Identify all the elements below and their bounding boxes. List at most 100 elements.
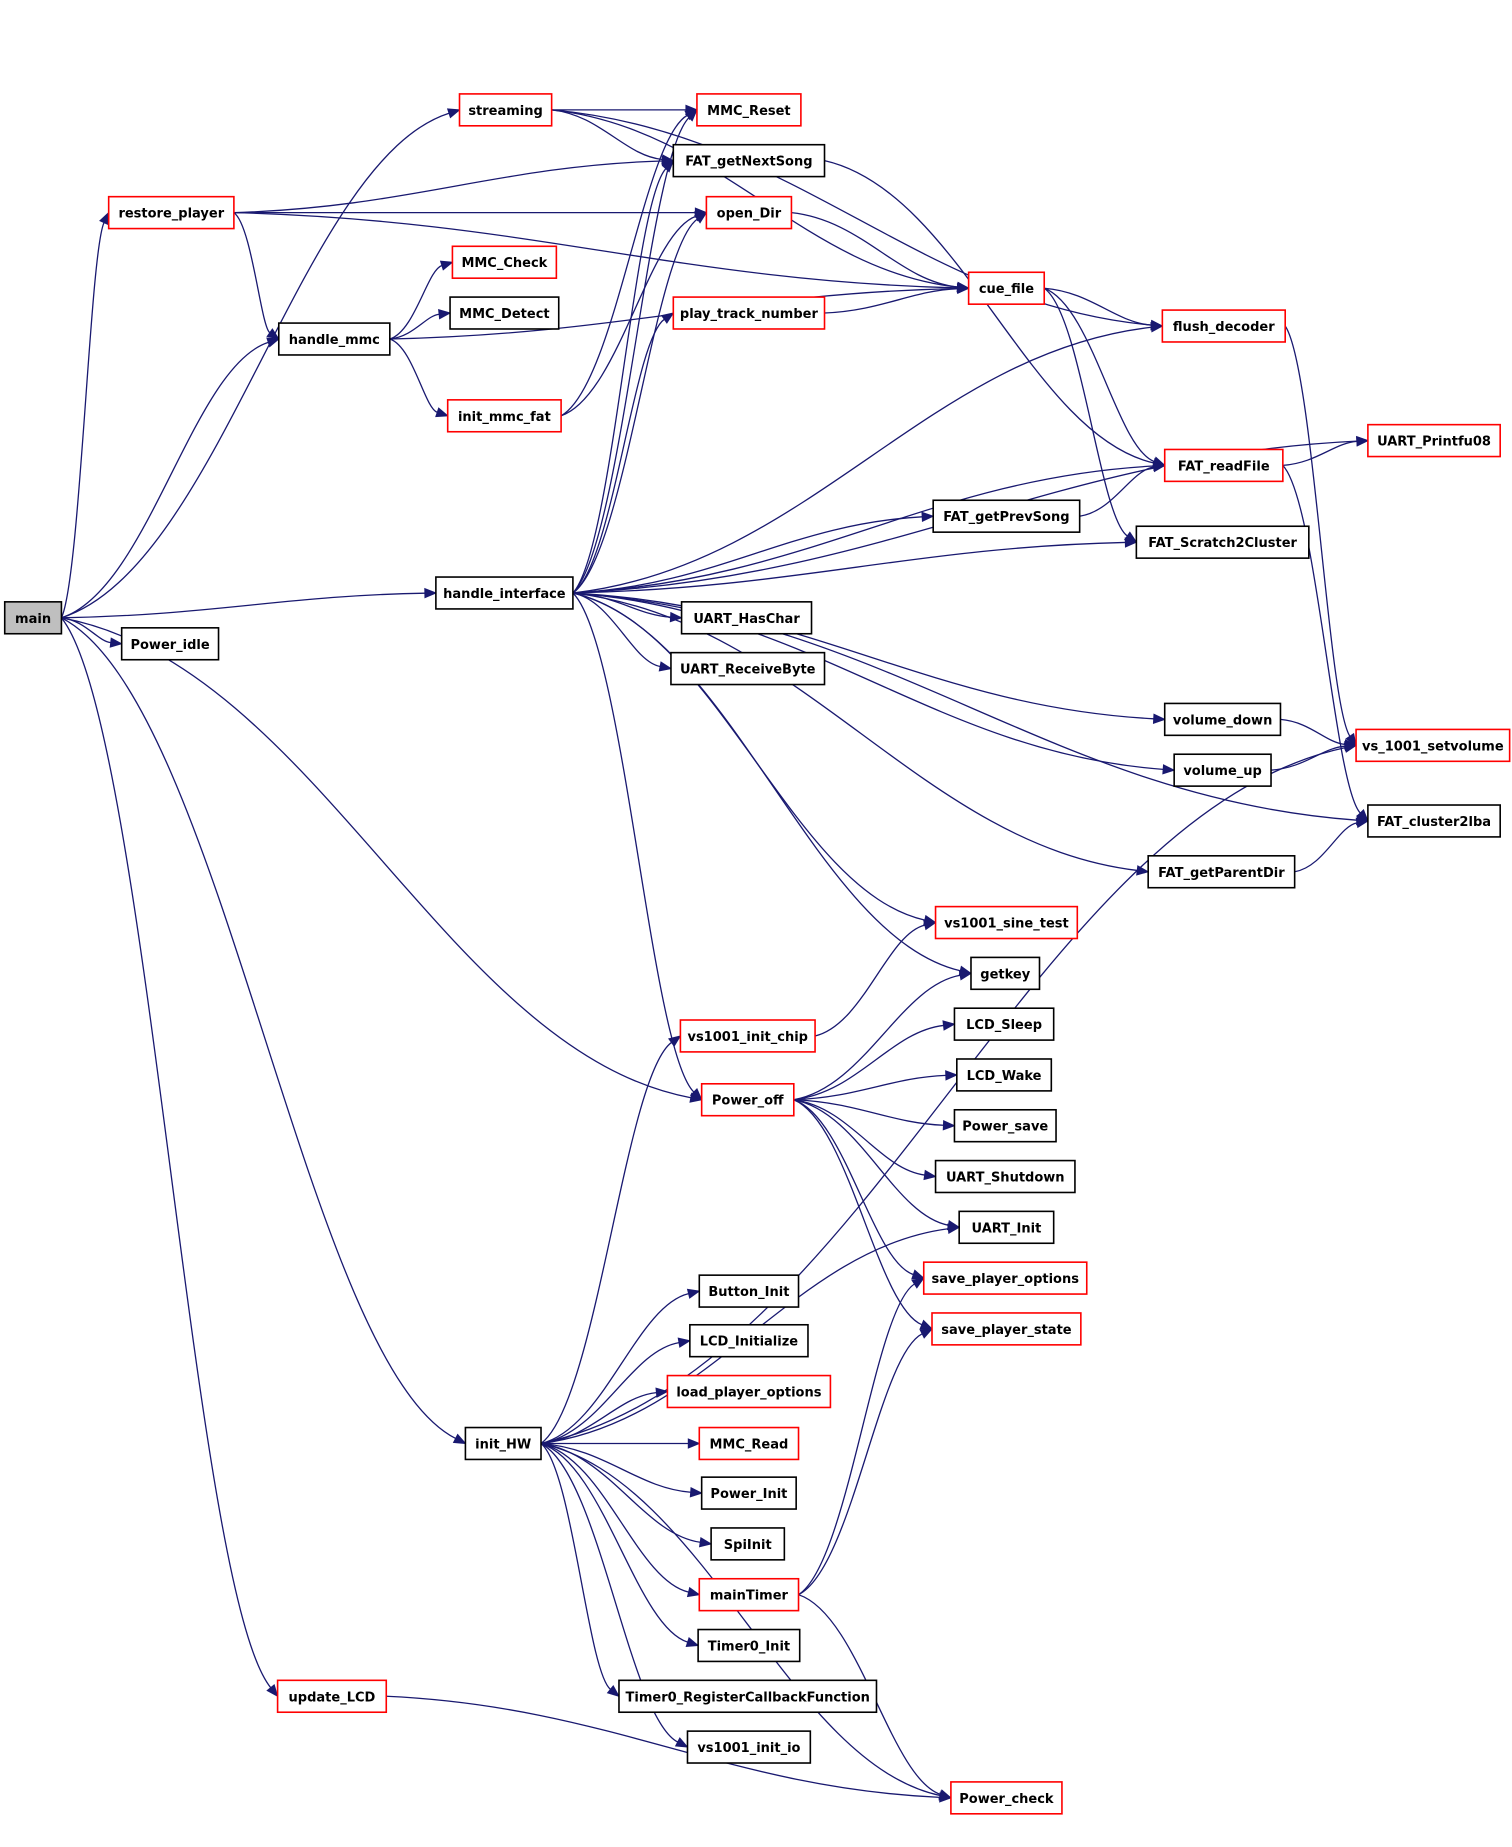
node-fat-getnextsong[interactable]: FAT_getNextSong xyxy=(672,143,826,178)
arrowhead-icon xyxy=(911,1277,925,1289)
arrowhead-icon xyxy=(99,211,110,226)
node-mmc-check[interactable]: MMC_Check xyxy=(451,245,558,279)
node-label: LCD_Wake xyxy=(967,1069,1042,1084)
arrowhead-icon xyxy=(685,1636,700,1647)
node-fat-cluster2lba[interactable]: FAT_cluster2lba xyxy=(1367,804,1501,838)
node-box xyxy=(277,322,391,356)
node-box xyxy=(698,1426,800,1461)
node-vs-1001-setvolume[interactable]: vs_1001_setvolume xyxy=(1355,728,1511,763)
call-edge-line xyxy=(572,592,695,1093)
node-box xyxy=(464,1426,542,1461)
call-edge-line xyxy=(540,1293,689,1445)
call-edge xyxy=(814,920,937,1037)
node-box xyxy=(950,1781,1063,1815)
node-cue-file[interactable]: cue_file xyxy=(967,271,1046,305)
node-mmc-reset[interactable]: MMC_Reset xyxy=(696,93,802,127)
node-save-player-options[interactable]: save_player_options xyxy=(922,1261,1088,1295)
node-box xyxy=(458,93,553,127)
node-maintimer[interactable]: mainTimer xyxy=(698,1577,800,1612)
call-edge-line xyxy=(1044,287,1152,326)
call-edge xyxy=(540,1442,621,1698)
arrowhead-icon xyxy=(686,1586,701,1598)
node-lcd-wake[interactable]: LCD_Wake xyxy=(956,1058,1053,1092)
node-save-player-state[interactable]: save_player_state xyxy=(931,1312,1082,1346)
node-fat-scratch2cluster[interactable]: FAT_Scratch2Cluster xyxy=(1135,525,1310,559)
call-edge xyxy=(798,1277,925,1596)
node-box xyxy=(679,1019,816,1053)
node-streaming[interactable]: streaming xyxy=(458,93,553,127)
node-button-init[interactable]: Button_Init xyxy=(698,1274,800,1308)
node-power-init[interactable]: Power_Init xyxy=(700,1476,797,1510)
node-fat-getparentdir[interactable]: FAT_getParentDir xyxy=(1147,855,1296,889)
call-edge-line xyxy=(560,114,688,417)
node-timer0-registercallbackfunction[interactable]: Timer0_RegisterCallbackFunction xyxy=(618,1679,878,1714)
arrowhead-icon xyxy=(424,587,438,599)
node-vs1001-sine-test[interactable]: vs1001_sine_test xyxy=(934,905,1079,940)
call-edge-line xyxy=(540,1442,679,1743)
node-box xyxy=(697,1628,801,1663)
node-spiinit[interactable]: SpiInit xyxy=(710,1527,786,1561)
node-uart-init[interactable]: UART_Init xyxy=(958,1210,1055,1245)
node-play-track-number[interactable]: play_track_number xyxy=(672,296,826,330)
node-uart-printfu08[interactable]: UART_Printfu08 xyxy=(1367,423,1501,458)
call-edge xyxy=(572,211,708,594)
node-label: cue_file xyxy=(979,282,1034,297)
node-mmc-detect[interactable]: MMC_Detect xyxy=(449,296,560,330)
node-vs1001-init-chip[interactable]: vs1001_init_chip xyxy=(679,1019,816,1053)
node-update-lcd[interactable]: update_LCD xyxy=(276,1679,388,1714)
node-label: volume_down xyxy=(1173,713,1272,728)
node-fat-getprevsong[interactable]: FAT_getPrevSong xyxy=(932,499,1081,533)
call-edge xyxy=(793,1099,937,1181)
node-open-dir[interactable]: open_Dir xyxy=(705,195,793,230)
node-volume-down[interactable]: volume_down xyxy=(1163,702,1282,737)
arrowhead-icon xyxy=(266,337,281,348)
node-uart-receivebyte[interactable]: UART_ReceiveByte xyxy=(670,651,826,686)
call-edge xyxy=(572,592,673,672)
node-uart-haschar[interactable]: UART_HasChar xyxy=(680,601,813,635)
call-edge-line xyxy=(1284,325,1351,737)
node-flush-decoder[interactable]: flush_decoder xyxy=(1161,309,1286,343)
call-edge-line xyxy=(793,1099,925,1176)
node-handle-interface[interactable]: handle_interface xyxy=(435,576,574,610)
node-label: restore_player xyxy=(118,207,224,222)
node-timer0-init[interactable]: Timer0_Init xyxy=(697,1628,801,1663)
node-volume-up[interactable]: volume_up xyxy=(1173,753,1272,787)
node-restore-player[interactable]: restore_player xyxy=(107,195,235,230)
call-edge xyxy=(798,1328,934,1596)
node-label: FAT_getPrevSong xyxy=(943,510,1069,525)
call-edge xyxy=(793,1099,934,1330)
node-init-mmc-fat[interactable]: init_mmc_fat xyxy=(446,399,562,433)
call-edge xyxy=(572,108,698,594)
node-handle-mmc[interactable]: handle_mmc xyxy=(277,322,391,356)
node-load-player-options[interactable]: load_player_options xyxy=(666,1374,832,1409)
node-power-check[interactable]: Power_check xyxy=(950,1781,1063,1815)
arrowhead-icon xyxy=(958,970,973,981)
node-label: handle_interface xyxy=(443,587,566,602)
node-box xyxy=(449,296,560,330)
node-box xyxy=(700,1082,795,1117)
arrowhead-icon xyxy=(1345,732,1357,747)
node-vs1001-init-io[interactable]: vs1001_init_io xyxy=(686,1730,812,1764)
node-label: flush_decoder xyxy=(1173,320,1275,335)
node-power-idle[interactable]: Power_idle xyxy=(120,627,220,661)
node-box xyxy=(670,651,826,686)
node-getkey[interactable]: getkey xyxy=(970,956,1041,991)
node-power-off[interactable]: Power_off xyxy=(700,1082,795,1117)
node-lcd-initialize[interactable]: LCD_Initialize xyxy=(689,1323,809,1358)
call-edge xyxy=(389,260,454,340)
node-uart-shutdown[interactable]: UART_Shutdown xyxy=(934,1159,1076,1194)
call-edge-line xyxy=(540,1391,657,1445)
node-power-save[interactable]: Power_save xyxy=(953,1108,1057,1143)
node-box xyxy=(107,195,235,230)
node-label: main xyxy=(15,612,51,627)
node-lcd-sleep[interactable]: LCD_Sleep xyxy=(953,1007,1055,1041)
node-box xyxy=(672,296,826,330)
arrowhead-icon xyxy=(698,1537,713,1548)
node-init-hw[interactable]: init_HW xyxy=(464,1426,542,1461)
arrowhead-icon xyxy=(661,159,675,173)
node-mmc-read[interactable]: MMC_Read xyxy=(698,1426,800,1461)
arrowhead-icon xyxy=(109,637,123,648)
node-fat-readfile[interactable]: FAT_readFile xyxy=(1163,448,1284,483)
call-edge xyxy=(540,1442,713,1548)
